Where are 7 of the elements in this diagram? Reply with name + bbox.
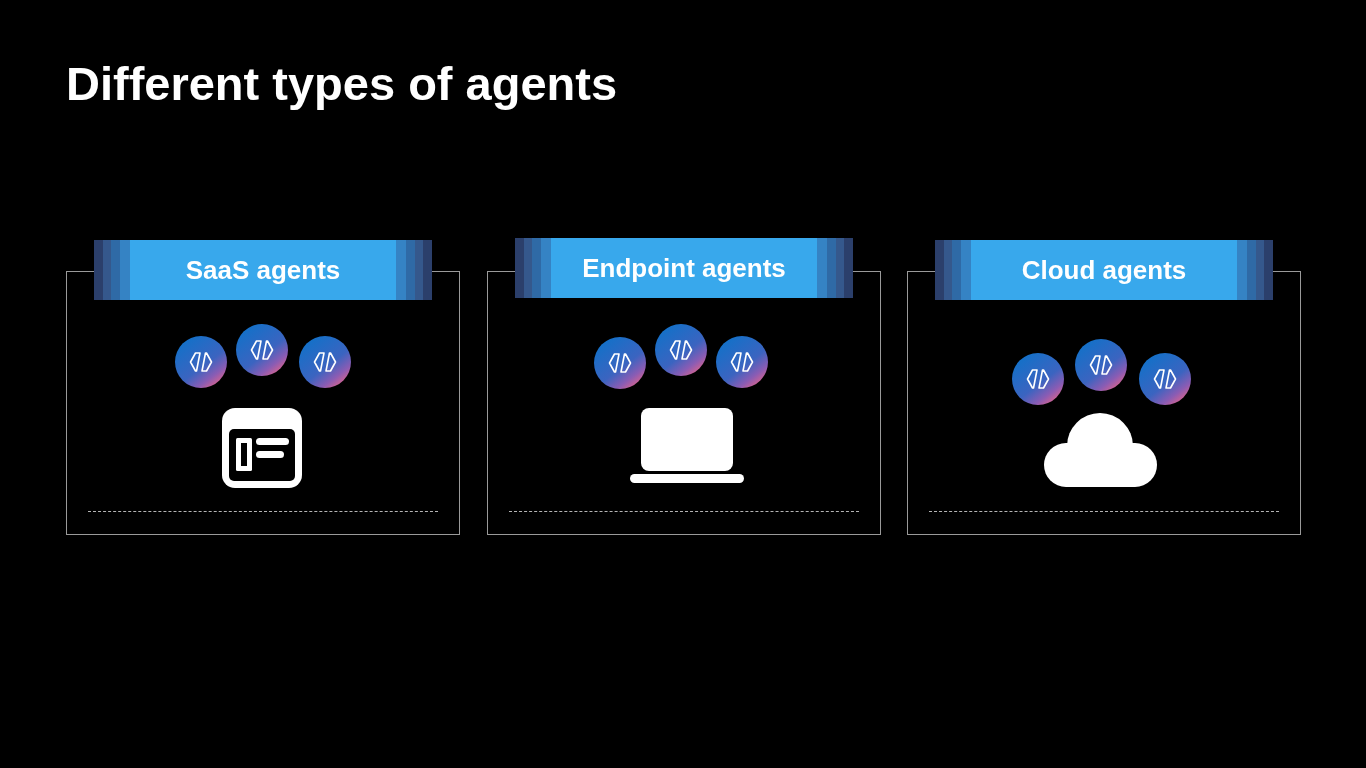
panel-heading: Endpoint agents [515,238,853,298]
agent-type-panel [66,238,460,535]
agent-type-panel [907,238,1301,535]
panel-heading: Cloud agents [935,240,1273,300]
panel-heading: SaaS agents [94,240,432,300]
slide-title: Different types of agents [66,60,618,108]
agent-type-panel [487,238,881,535]
